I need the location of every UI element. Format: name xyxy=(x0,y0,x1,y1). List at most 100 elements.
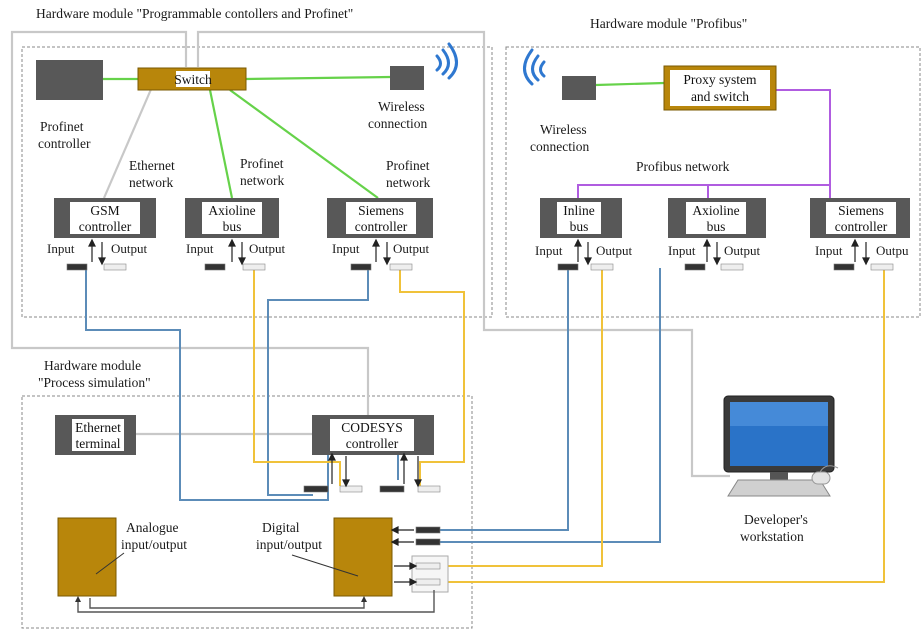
io-input-terminal xyxy=(303,485,329,493)
wireless-label-2-profibus: connection xyxy=(530,139,589,154)
siemens-label-line-2-plc: controller xyxy=(355,219,408,234)
output-label: Output xyxy=(249,241,286,256)
workstation-label-1: Developer's xyxy=(744,512,808,527)
input-label: Input xyxy=(186,241,214,256)
io-input-terminal xyxy=(66,263,88,271)
io-output-terminal xyxy=(590,263,614,271)
io-input-terminal xyxy=(684,263,706,271)
input-label: Input xyxy=(535,243,563,258)
proxy-label-line-2: and switch xyxy=(691,89,749,104)
input-label: Input xyxy=(668,243,696,258)
ethernet-terminal-inner xyxy=(72,419,124,451)
module-title-plc: Hardware module "Programmable contollers… xyxy=(36,6,353,21)
io-input-terminal xyxy=(833,263,855,271)
switch-label-bg-rect xyxy=(176,71,210,87)
workstation-icon xyxy=(723,395,839,497)
gsm-controller-inner xyxy=(70,202,140,234)
ethernet-network-label-1: Ethernet xyxy=(129,158,175,173)
inline-label-line-1: Inline xyxy=(563,203,595,218)
proxy-switch-inner xyxy=(670,70,770,106)
siemens-controller-inner-profibus xyxy=(826,202,896,234)
profinet-network-label-2-b: network xyxy=(386,175,430,190)
ethernet-terminal-label-line-1: Ethernet xyxy=(75,420,121,435)
analogue-label-1: Analogue xyxy=(126,520,178,535)
module-title-process-line-1: Hardware module xyxy=(44,358,141,373)
proxy-label-line-1: Proxy system xyxy=(683,72,757,87)
profinet-cables xyxy=(103,75,665,199)
ethernet-network-label-2: network xyxy=(129,175,173,190)
loop-arrowhead xyxy=(75,596,81,602)
output-wires xyxy=(253,268,885,583)
io-output-terminal xyxy=(415,578,441,586)
axioline-label-line-1-profibus: Axioline xyxy=(692,203,739,218)
digital-label-2: input/output xyxy=(256,537,322,552)
analogue-leader-line xyxy=(95,552,125,575)
wireless-label-2-plc: connection xyxy=(368,116,427,131)
wifi-icon xyxy=(523,48,546,86)
io-output-terminal xyxy=(417,485,441,493)
input-wires xyxy=(85,268,661,543)
input-label: Input xyxy=(332,241,360,256)
io-input-terminal xyxy=(379,485,405,493)
axioline-label-line-2-plc: bus xyxy=(223,219,242,234)
wifi-icon xyxy=(435,42,458,80)
inline-bus-inner xyxy=(557,202,601,234)
loop-arrowhead xyxy=(361,596,367,602)
axioline-bus-inner-plc xyxy=(202,202,262,234)
io-input-terminal xyxy=(204,263,226,271)
wireless-label-1-plc: Wireless xyxy=(378,99,425,114)
profinet-controller-label-2: controller xyxy=(38,136,91,151)
process-loop-wire xyxy=(77,590,435,613)
output-label: Output xyxy=(596,243,633,258)
gsm-label-line-1: GSM xyxy=(90,203,119,218)
codesys-label-line-1: CODESYS xyxy=(341,420,403,435)
profinet-controller-label-1: Profinet xyxy=(40,119,84,134)
io-arrows xyxy=(88,238,870,586)
module-border-process xyxy=(21,395,473,629)
workstation-label-2: workstation xyxy=(740,529,804,544)
io-input-terminal xyxy=(557,263,579,271)
input-label: Input xyxy=(815,243,843,258)
ethernet-terminal-label-line-2: terminal xyxy=(76,436,121,451)
module-border-plc xyxy=(21,46,493,318)
axioline-label-line-1-plc: Axioline xyxy=(208,203,255,218)
output-label: Output xyxy=(724,243,761,258)
io-output-terminal xyxy=(389,263,413,271)
siemens-label-line-1-profibus: Siemens xyxy=(838,203,884,218)
output-label: Output xyxy=(111,241,148,256)
profibus-cables xyxy=(577,89,831,198)
digital-io-box xyxy=(333,517,393,597)
profinet-network-label-1-b: Profinet xyxy=(386,158,430,173)
codesys-label-line-2: controller xyxy=(346,436,399,451)
output-terminal-group xyxy=(411,555,449,593)
io-output-terminal xyxy=(339,485,363,493)
wireless-label-1-profibus: Wireless xyxy=(540,122,587,137)
wireless-access-point-profibus xyxy=(562,76,596,100)
siemens-label-line-2-profibus: controller xyxy=(835,219,888,234)
input-label: Input xyxy=(47,241,75,256)
switch-label: Switch xyxy=(174,72,212,87)
io-input-terminal xyxy=(350,263,372,271)
siemens-label-line-1-plc: Siemens xyxy=(358,203,404,218)
module-border-profibus xyxy=(505,46,921,318)
analogue-label-2: input/output xyxy=(121,537,187,552)
axioline-label-line-2-profibus: bus xyxy=(707,219,726,234)
codesys-controller-inner xyxy=(330,419,414,451)
io-output-terminal xyxy=(415,562,441,570)
io-output-terminal xyxy=(720,263,744,271)
module-title-process-line-2: "Process simulation" xyxy=(38,375,151,390)
io-output-terminal xyxy=(242,263,266,271)
output-label-cut: Outpu xyxy=(876,243,909,258)
siemens-controller-inner-plc xyxy=(346,202,416,234)
io-output-terminal xyxy=(870,263,894,271)
profinet-network-label-1-a: Profinet xyxy=(240,156,284,171)
io-terminals xyxy=(66,263,894,593)
axioline-bus-inner-profibus xyxy=(686,202,746,234)
wireless-access-point-plc xyxy=(390,66,424,90)
io-input-terminal xyxy=(415,526,441,534)
analogue-io-box xyxy=(57,517,117,597)
profibus-network-label: Profibus network xyxy=(636,159,730,174)
ethernet-cables xyxy=(10,30,730,478)
digital-leader-line xyxy=(291,554,359,577)
